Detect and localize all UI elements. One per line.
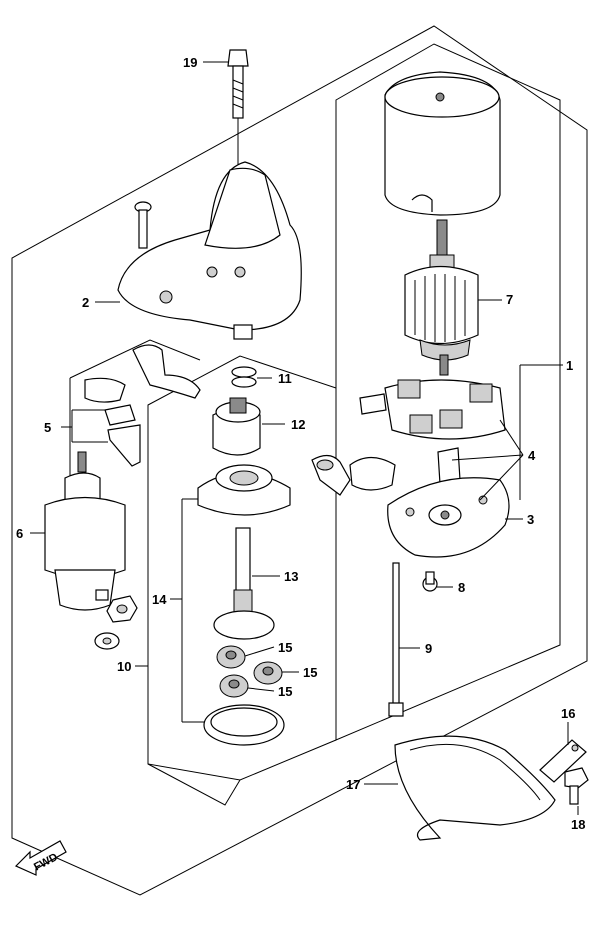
- callout-15-top: 15: [278, 640, 292, 655]
- armature: [404, 219, 479, 376]
- callout-19: 19: [183, 55, 197, 70]
- inner-frame-bottom: [147, 763, 241, 806]
- callout-7: 7: [506, 292, 513, 307]
- callout-13: 13: [284, 569, 298, 584]
- nut-solenoid: [106, 595, 138, 623]
- bolt-19: [227, 49, 249, 119]
- parts-5: [104, 404, 141, 467]
- callout-3: 3: [527, 512, 534, 527]
- inner-frame-group-2: [69, 339, 201, 379]
- callout-14: 14: [152, 592, 167, 607]
- callout-8: 8: [458, 580, 465, 595]
- housing-screw: [134, 201, 152, 249]
- front-housing: [117, 161, 302, 340]
- callout-10: 10: [117, 659, 131, 674]
- screw-8: [422, 571, 438, 592]
- motor-yoke: [384, 71, 501, 216]
- end-cover: [387, 477, 510, 558]
- callout-11: 11: [278, 371, 292, 386]
- internal-gear-ring: [203, 704, 285, 746]
- output-shaft: [213, 527, 275, 640]
- planet-gear-2: [253, 661, 283, 685]
- leader-lines: [30, 61, 579, 815]
- bolt-18: [564, 767, 589, 805]
- planet-gear-3: [219, 674, 249, 698]
- washer-solenoid: [94, 632, 120, 650]
- brush-holder: [359, 379, 506, 485]
- fwd-arrow: FWD: [14, 840, 67, 876]
- callout-18: 18: [571, 817, 585, 832]
- gear-housing: [197, 464, 291, 516]
- callout-9: 9: [425, 641, 432, 656]
- callout-15-bottom: 15: [278, 684, 292, 699]
- planet-gear-1: [216, 645, 246, 669]
- spring-11: [231, 366, 257, 388]
- solenoid: [44, 451, 126, 611]
- callout-6: 6: [16, 526, 23, 541]
- callout-4: 4: [528, 448, 536, 463]
- lead-terminal: [311, 454, 396, 496]
- mounting-bracket: [394, 735, 556, 841]
- callout-16: 16: [561, 706, 575, 721]
- callout-17: 17: [346, 777, 360, 792]
- assembly-outline-frame: [11, 25, 588, 896]
- callout-5: 5: [44, 420, 51, 435]
- callout-15-right: 15: [303, 665, 317, 680]
- callout-12: 12: [291, 417, 305, 432]
- pinion-gear: [212, 397, 261, 456]
- callout-2: 2: [82, 295, 89, 310]
- plate-16: [539, 739, 587, 783]
- callout-1: 1: [566, 358, 573, 373]
- through-bolt: [388, 562, 404, 717]
- shift-lever: [84, 344, 201, 403]
